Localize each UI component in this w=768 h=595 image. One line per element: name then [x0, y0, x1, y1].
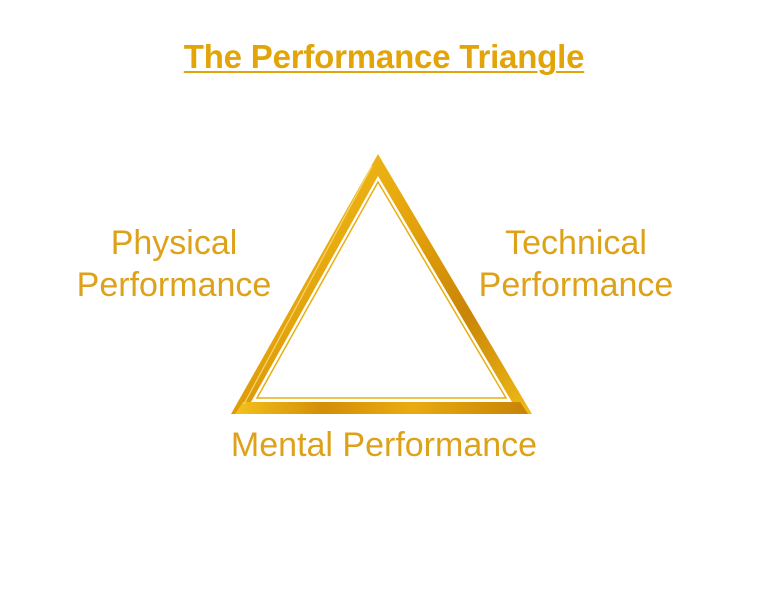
label-technical-line2: Performance: [478, 266, 674, 304]
label-mental-performance: Mental Performance: [184, 424, 584, 466]
label-mental-line1: Mental Performance: [230, 426, 538, 464]
triangle-inner-rule: [255, 180, 508, 399]
triangle-highlight: [243, 165, 373, 405]
diagram-title: The Performance Triangle: [183, 38, 585, 75]
triangle-base-band: [235, 402, 528, 414]
label-physical-performance: Physical Performance: [66, 222, 282, 306]
triangle-inner-cutout: [251, 176, 512, 402]
label-physical-line1: Physical: [110, 224, 238, 262]
label-technical-performance: Technical Performance: [468, 222, 684, 306]
label-technical-line1: Technical: [505, 224, 647, 262]
label-physical-line2: Performance: [76, 266, 272, 304]
